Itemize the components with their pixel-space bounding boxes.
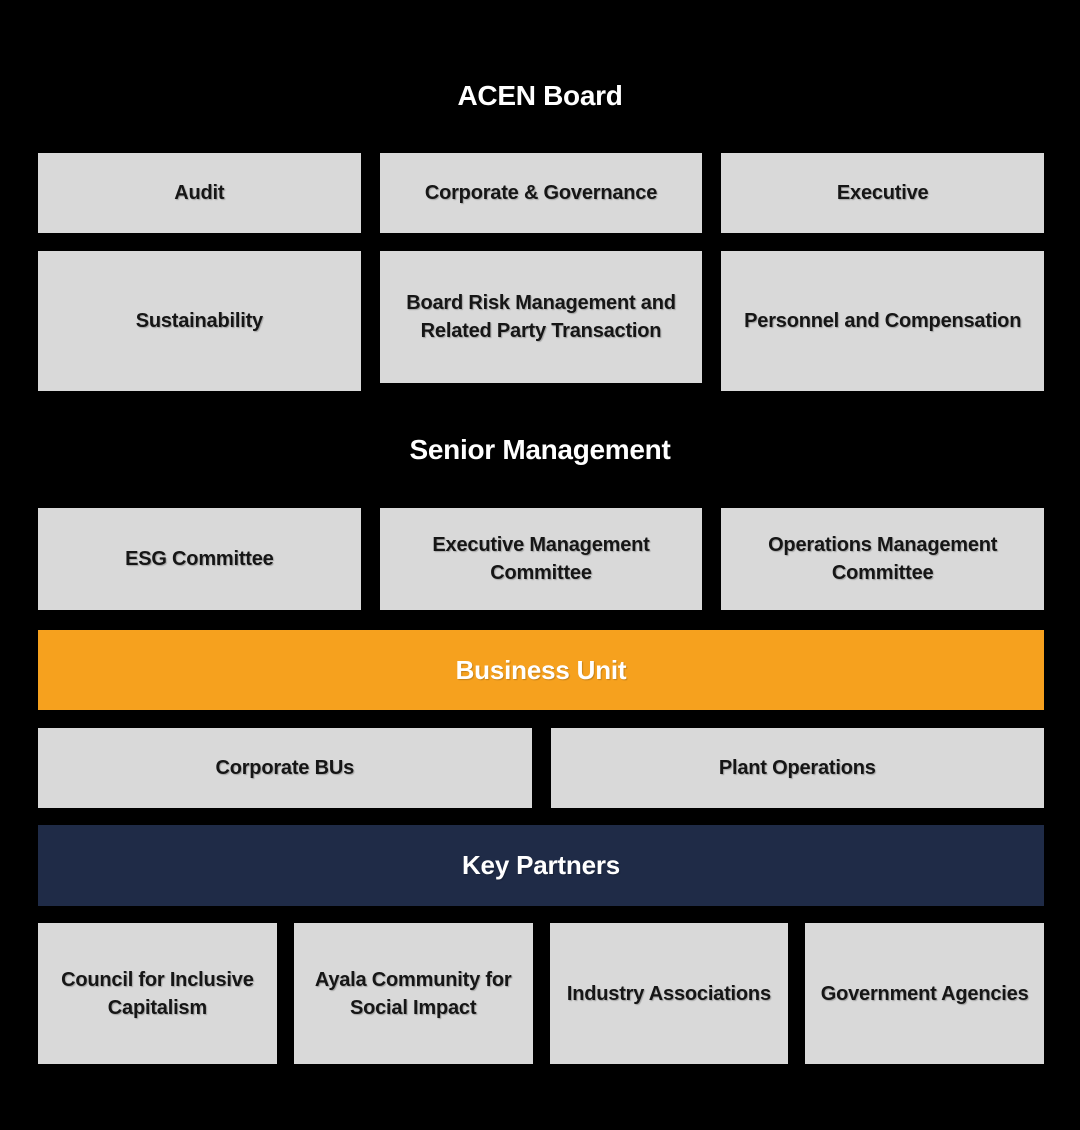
box-executive-management-committee: Executive Management Committee	[379, 508, 703, 610]
box-government-agencies: Government Agencies	[805, 923, 1044, 1064]
board-committees-row-1: Audit Corporate & Governance Executive	[38, 153, 1045, 233]
banner-business-unit: Business Unit	[38, 630, 1044, 710]
box-esg-committee: ESG Committee	[38, 508, 361, 610]
banner-key-partners: Key Partners	[38, 825, 1044, 906]
section-title-senior-management: Senior Management	[409, 434, 671, 465]
section-title-acen-board: ACEN Board	[457, 80, 623, 111]
box-audit: Audit	[38, 153, 361, 233]
business-unit-row: Corporate BUs Plant Operations	[38, 728, 1044, 808]
box-sustainability: Sustainability	[38, 251, 361, 391]
box-executive: Executive	[721, 153, 1045, 233]
box-corporate-governance: Corporate & Governance	[379, 153, 703, 233]
box-ayala-community-social-impact: Ayala Community for Social Impact	[293, 923, 533, 1064]
box-corporate-bus: Corporate BUs	[38, 728, 532, 808]
box-industry-associations: Industry Associations	[549, 923, 789, 1064]
box-plant-operations: Plant Operations	[550, 728, 1044, 808]
board-committees-row-2: Sustainability Board Risk Management and…	[38, 251, 1045, 391]
senior-management-row: ESG Committee Executive Management Commi…	[38, 508, 1045, 610]
box-board-risk-management: Board Risk Management and Related Party …	[379, 251, 703, 383]
box-operations-management-committee: Operations Management Committee	[721, 508, 1045, 610]
box-personnel-compensation: Personnel and Compensation	[721, 251, 1045, 391]
box-council-inclusive-capitalism: Council for Inclusive Capitalism	[38, 923, 277, 1064]
key-partners-row: Council for Inclusive Capitalism Ayala C…	[38, 923, 1044, 1064]
